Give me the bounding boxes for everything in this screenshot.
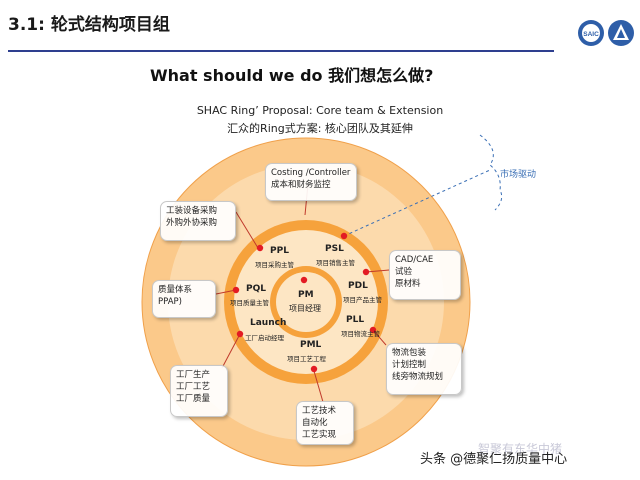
box-plant: 工厂生产 工厂工艺 工厂质量: [170, 365, 228, 417]
connector-purchase: [235, 211, 259, 249]
role-pql-desc: 项目质量主管: [230, 299, 269, 307]
role-launch-desc: 工厂启动经理: [245, 334, 284, 342]
footer-credit: 头条 @德聚仁扬质量中心: [420, 452, 568, 467]
saic-logo: SAIC: [578, 20, 604, 46]
connector-plant: [221, 333, 241, 369]
box-logistics-line1: 物流包装: [392, 348, 427, 358]
role-launch: Launch: [250, 318, 287, 328]
box-costing-line2: 成本和财务监控: [271, 180, 331, 190]
dot-pm: [300, 276, 308, 284]
box-cad: CAD/CAE 试验 原材料: [389, 250, 461, 300]
box-plant-line2: 工厂工艺: [176, 382, 211, 392]
role-pdl: PDL: [348, 281, 368, 291]
market-dashed-line: [343, 169, 491, 237]
connector-quality: [215, 289, 237, 295]
role-pll: PLL: [346, 315, 365, 325]
box-quality-line2: PPAP): [158, 297, 182, 307]
connector-tech: [313, 370, 324, 403]
slide-title: 3.1: 轮式结构项目组: [8, 10, 170, 35]
center-disc: [276, 272, 336, 332]
box-tech-line1: 工艺技术: [302, 406, 337, 416]
proposal-chinese: 汇众的Ring式方案: 核心团队及其延伸: [227, 122, 413, 135]
role-ppl: PPL: [270, 246, 289, 256]
dot-psl: [340, 232, 348, 240]
box-quality: 质量体系 PPAP): [152, 280, 216, 318]
box-cad-line3: 原材料: [395, 279, 421, 289]
box-costing: Costing /Controller 成本和财务监控: [265, 163, 357, 201]
role-pll-desc: 项目物流主管: [341, 330, 380, 338]
box-purchase-line1: 工装设备采购: [166, 206, 218, 216]
main-question: What should we do 我们想怎么做?: [150, 66, 434, 85]
dot-pll: [369, 326, 377, 334]
dot-pdl: [362, 268, 370, 276]
connector-cad: [365, 269, 390, 273]
box-logistics-line2: 计划控制: [392, 360, 427, 370]
partner-logo: [608, 20, 634, 46]
dot-pml: [310, 365, 318, 373]
title-rule: [8, 50, 554, 52]
market-driven-label: 市场驱动: [500, 170, 537, 180]
center-role: PM: [298, 290, 314, 300]
box-costing-line1: Costing /Controller: [271, 168, 351, 178]
role-pml-desc: 项目工艺工程: [287, 355, 326, 363]
box-purchase: 工装设备采购 外购外协采购: [160, 201, 236, 241]
dot-ppl: [256, 244, 264, 252]
center-desc: 项目经理: [289, 304, 321, 313]
box-cad-line1: CAD/CAE: [395, 255, 434, 265]
box-logistics-line3: 线旁物流规划: [392, 372, 444, 382]
connector-logistics: [372, 329, 387, 346]
dot-pql: [232, 286, 240, 294]
box-logistics: 物流包装 计划控制 线旁物流规划: [386, 343, 462, 395]
role-pql: PQL: [246, 284, 266, 294]
role-psl-desc: 项目销售主管: [316, 259, 355, 267]
section-title: 轮式结构项目组: [50, 15, 170, 35]
box-plant-line3: 工厂质量: [176, 394, 211, 404]
box-tech-line2: 自动化: [302, 418, 328, 428]
box-tech-line3: 工艺实现: [302, 430, 337, 440]
logo-text: SAIC: [583, 31, 599, 38]
box-cad-line2: 试验: [395, 267, 413, 277]
watermark: 智聚有东华中猪: [478, 442, 563, 456]
role-pml: PML: [300, 340, 322, 350]
role-pdl-desc: 项目产品主管: [343, 296, 382, 304]
role-ppl-desc: 项目采购主管: [255, 261, 294, 269]
box-purchase-line2: 外购外协采购: [166, 218, 218, 228]
proposal-english: SHAC Ring’ Proposal: Core team & Extensi…: [196, 104, 444, 117]
section-number: 3.1:: [8, 15, 45, 35]
role-psl: PSL: [325, 244, 344, 254]
dot-launch: [236, 330, 244, 338]
box-quality-line1: 质量体系: [158, 285, 193, 295]
box-tech: 工艺技术 自动化 工艺实现: [296, 401, 354, 445]
box-plant-line1: 工厂生产: [176, 370, 211, 380]
market-bracket: [479, 134, 503, 211]
